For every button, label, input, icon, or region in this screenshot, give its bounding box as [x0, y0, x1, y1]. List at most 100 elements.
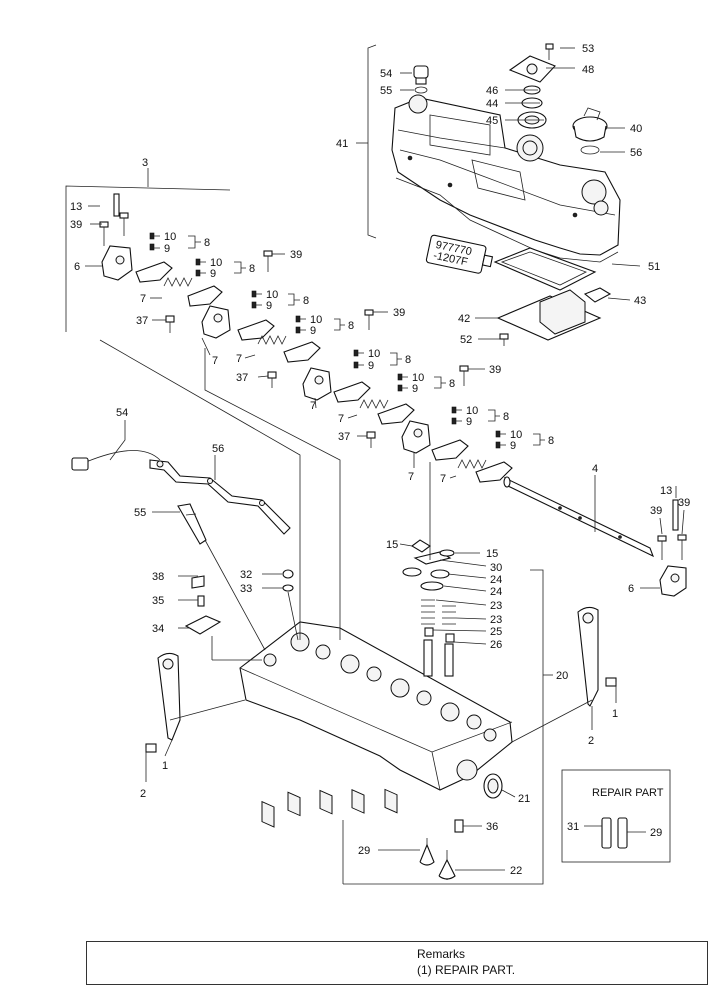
callout-23a: 23 — [490, 600, 502, 612]
remarks-box: Remarks (1) REPAIR PART. — [86, 941, 708, 985]
callout-24a: 24 — [490, 574, 502, 586]
callout-56: 56 — [212, 443, 224, 455]
callout-46: 46 — [486, 85, 498, 97]
callout-35: 36 — [486, 821, 498, 833]
cylinder-head — [239, 621, 513, 791]
callout-10e: 9 — [368, 360, 374, 372]
callout-7: 7 — [408, 471, 414, 483]
head-ports — [263, 632, 497, 742]
callout-1a: 1 — [162, 760, 168, 772]
callout-10d: 9 — [310, 325, 316, 337]
valve-cover-group: 977770 -1207F — [367, 43, 621, 346]
callout-12h: 10 — [510, 429, 522, 441]
callout-34: 35 — [152, 595, 164, 607]
callout-39: 40 — [630, 123, 642, 135]
callout-45: 45 — [486, 115, 498, 127]
callout-9g: 8 — [503, 411, 509, 423]
callout-43: 44 — [486, 98, 498, 110]
callout-36b: 37 — [236, 372, 248, 384]
callout-48: 51 — [648, 261, 660, 273]
rocker-support-front — [101, 245, 133, 281]
callout-9c: 8 — [303, 295, 309, 307]
leader-lines — [85, 47, 685, 871]
remarks-item: (1) REPAIR PART. — [417, 963, 516, 977]
callout-25: 25 — [490, 626, 502, 638]
glow-plug-lead — [149, 459, 291, 535]
callout-54: 54 — [116, 407, 128, 419]
callout-21: 22 — [510, 865, 522, 877]
callout-2b: 2 — [588, 735, 594, 747]
callout-29: 29 — [650, 827, 662, 839]
callout-41: 42 — [458, 313, 470, 325]
callout-24b: 24 — [490, 586, 502, 598]
callout-9b: 8 — [249, 263, 255, 275]
callout-20: 21 — [518, 793, 530, 805]
side-cover-gasket — [493, 247, 597, 291]
callout-4: 4 — [592, 463, 598, 475]
callout-38e: 39 — [650, 505, 662, 517]
engine-hanger-left — [157, 652, 181, 741]
rocker-support-rear — [659, 565, 687, 597]
callout-50: 53 — [582, 43, 594, 55]
callout-8c: 7 — [338, 413, 344, 425]
glow-plug-group — [71, 450, 291, 545]
callout-27: 30 — [490, 562, 502, 574]
engine-hanger-right — [577, 606, 599, 707]
callout-22: 29 — [358, 845, 370, 857]
callout-10h: 9 — [510, 440, 516, 452]
drain-plug — [413, 65, 429, 79]
callout-26: 26 — [490, 639, 502, 651]
callout-10b: 9 — [210, 268, 216, 280]
callout-30: 31 — [567, 821, 579, 833]
callout-40: 41 — [336, 138, 348, 150]
callout-8a: 7 — [140, 293, 146, 305]
callout-10f: 9 — [412, 383, 418, 395]
callout-38c: 39 — [393, 307, 405, 319]
repair-part-inset: REPAIR PART 31 30 — [561, 769, 671, 863]
callout-53: 56 — [630, 147, 642, 159]
callout-12e: 10 — [368, 348, 380, 360]
callout-12f: 10 — [412, 372, 424, 384]
callout-9h: 8 — [548, 435, 554, 447]
callout-42: 43 — [634, 295, 646, 307]
rocker-arm-group — [65, 168, 687, 597]
callout-12d: 10 — [310, 314, 322, 326]
callout-49: 52 — [460, 334, 472, 346]
rocker-shaft — [503, 475, 654, 558]
rocker-springs — [163, 277, 487, 469]
callout-12g: 10 — [466, 405, 478, 417]
callout-labels: 53 48 46 44 45 54 55 40 56 41 51 43 42 5… — [70, 43, 690, 877]
repair-part-title: REPAIR PART — [592, 787, 664, 799]
callout-10g: 9 — [466, 416, 472, 428]
callout-23b: 23 — [490, 614, 502, 626]
callout-6a: 6 — [74, 261, 80, 273]
valve-cover — [391, 97, 621, 256]
callout-36c: 37 — [338, 431, 350, 443]
callout-9d: 8 — [348, 320, 354, 332]
callout-2a: 2 — [140, 788, 146, 800]
callout-36a: 37 — [136, 315, 148, 327]
callout-9f: 8 — [449, 378, 455, 390]
callout-55: 55 — [134, 507, 146, 519]
sealant-tube: 977770 -1207F — [425, 234, 494, 274]
callout-8d: 7 — [440, 473, 446, 485]
callout-14a: 15 — [386, 539, 398, 551]
callout-13a: 13 — [70, 201, 82, 213]
callout-51: 54 — [380, 68, 392, 80]
callout-1b: 1 — [612, 708, 618, 720]
valves — [419, 838, 456, 880]
callout-14b: 15 — [486, 548, 498, 560]
callout-32: 33 — [240, 583, 252, 595]
remarks-title: Remarks — [417, 947, 466, 961]
glow-plug-harness — [85, 450, 161, 463]
callout-12b: 10 — [210, 257, 222, 269]
callout-31: 32 — [240, 569, 252, 581]
callout-38b: 39 — [290, 249, 302, 261]
callout-10c: 9 — [266, 300, 272, 312]
callout-38d: 39 — [489, 364, 501, 376]
callout-38a: 39 — [70, 219, 82, 231]
callout-15: 20 — [556, 670, 568, 682]
callout-3: 3 — [142, 157, 148, 169]
callout-13b: 13 — [660, 485, 672, 497]
